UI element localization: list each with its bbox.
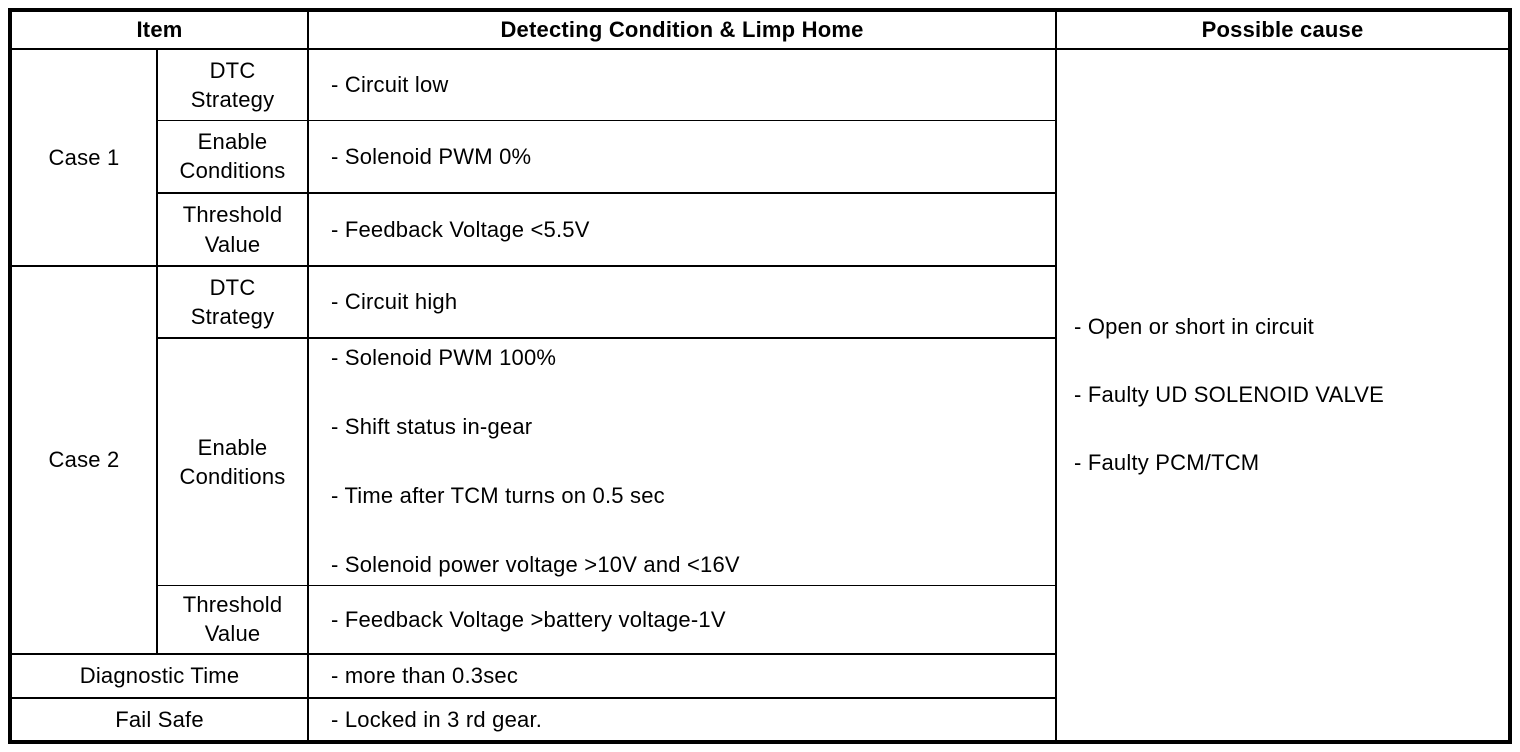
table-row: Threshold Value - Feedback Voltage >batt… xyxy=(10,584,1510,655)
case2-threshold-value-label: Threshold Value xyxy=(155,584,310,655)
diagnostic-time-value: - more than 0.3sec xyxy=(307,653,1058,699)
table-row: Diagnostic Time - more than 0.3sec xyxy=(8,653,1510,699)
case1-enable-conditions-value: - Solenoid PWM 0% xyxy=(307,119,1058,194)
case2-dtc-strategy-label: DTC Strategy xyxy=(155,265,310,339)
table-row: Enable Conditions - Solenoid PWM 100% - … xyxy=(10,337,1510,586)
case1-threshold-value-label: Threshold Value xyxy=(155,192,310,267)
case1-threshold-value-value: - Feedback Voltage <5.5V xyxy=(307,192,1058,267)
fail-safe-label: Fail Safe xyxy=(8,697,310,743)
case2-dtc-strategy-value: - Circuit high xyxy=(307,265,1058,339)
enable-condition-item: - Solenoid PWM 100% xyxy=(331,345,557,371)
col-header-possible-cause: Possible cause xyxy=(1055,9,1512,50)
fail-safe-value: - Locked in 3 rd gear. xyxy=(307,697,1058,743)
col-header-item: Item xyxy=(8,9,310,50)
case1-dtc-strategy-label: DTC Strategy xyxy=(155,48,310,121)
possible-cause-item: - Faulty PCM/TCM xyxy=(1074,450,1260,475)
dtc-diagnostic-table: Item Detecting Condition & Limp Home Pos… xyxy=(8,8,1513,744)
case1-dtc-strategy-value: - Circuit low xyxy=(307,48,1058,121)
enable-condition-item: - Time after TCM turns on 0.5 sec xyxy=(331,483,665,509)
possible-cause-item: - Faulty UD SOLENOID VALVE xyxy=(1074,382,1385,407)
possible-cause-cell: - Open or short in circuit - Faulty UD S… xyxy=(1055,48,1512,743)
enable-condition-item: - Solenoid power voltage >10V and <16V xyxy=(331,552,740,578)
possible-cause-item: - Open or short in circuit xyxy=(1074,314,1314,339)
header-row: Item Detecting Condition & Limp Home Pos… xyxy=(8,9,1512,50)
table-row: Case 1 DTC Strategy - Circuit low - Open… xyxy=(9,48,1512,743)
enable-conditions-list: - Solenoid PWM 100% - Shift status in-ge… xyxy=(331,345,1054,578)
case1-enable-conditions-label: Enable Conditions xyxy=(155,119,310,194)
case2-threshold-value-value: - Feedback Voltage >battery voltage-1V xyxy=(307,584,1058,655)
enable-condition-item: - Shift status in-gear xyxy=(331,414,533,440)
case1-label: Case 1 xyxy=(9,48,158,267)
diagnostic-time-label: Diagnostic Time xyxy=(8,653,310,699)
case2-label: Case 2 xyxy=(9,265,158,655)
possible-cause-list: - Open or short in circuit - Faulty UD S… xyxy=(1074,314,1508,476)
col-header-detecting-condition: Detecting Condition & Limp Home xyxy=(307,9,1058,50)
table-row: Fail Safe - Locked in 3 rd gear. xyxy=(8,697,1510,743)
case2-enable-conditions-cell: - Solenoid PWM 100% - Shift status in-ge… xyxy=(307,337,1058,586)
table-row: Case 2 DTC Strategy - Circuit high xyxy=(9,265,1510,655)
case2-enable-conditions-label: Enable Conditions xyxy=(155,337,310,586)
